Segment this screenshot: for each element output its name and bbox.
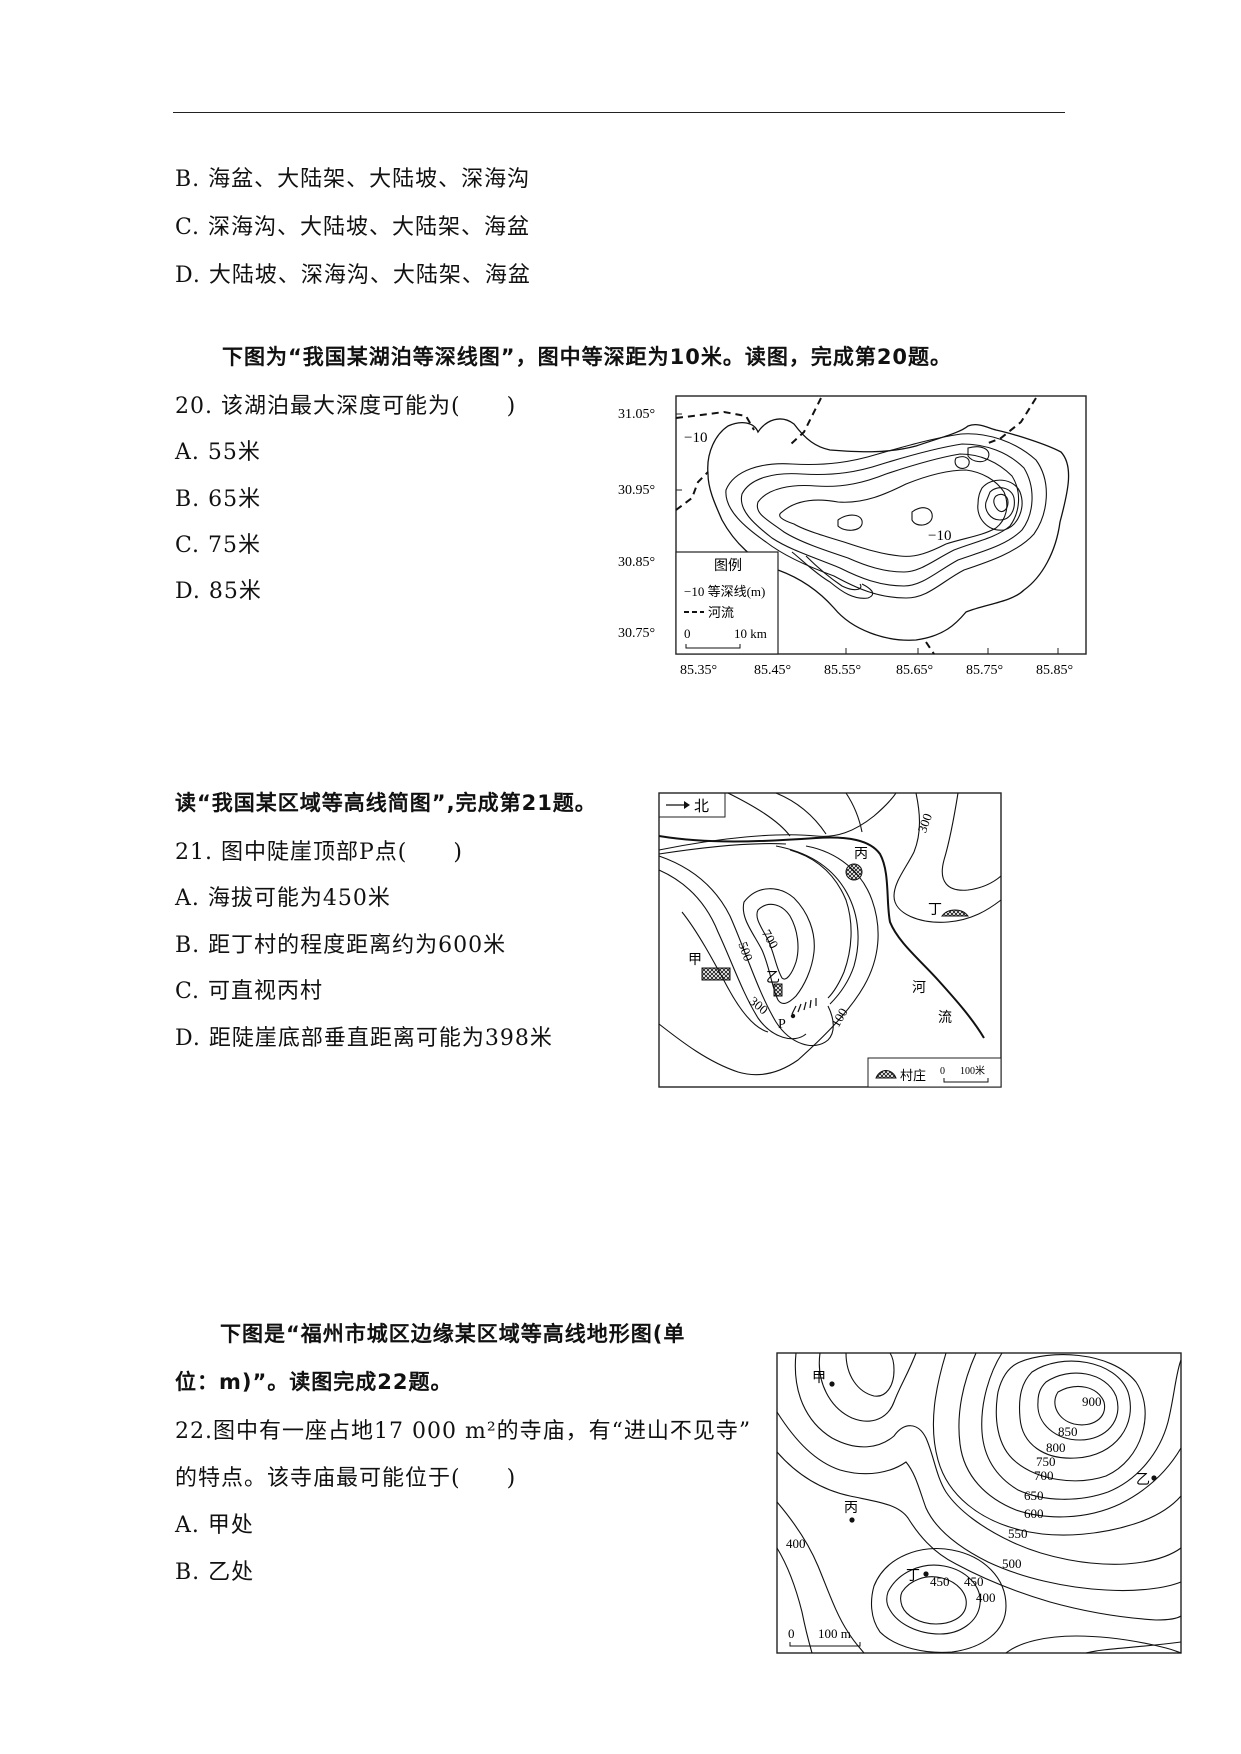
contour-lines xyxy=(776,1352,1182,1654)
village-icon xyxy=(773,983,783,997)
river-lines xyxy=(675,397,1037,655)
option-b-prev: B. 海盆、大陆架、大陆坡、深海沟 xyxy=(175,167,531,192)
river-label: 河 xyxy=(912,980,926,996)
place-marker xyxy=(923,1571,929,1577)
lake-shore xyxy=(707,418,1070,641)
contour-map-q22: 甲 乙 丙 丁 900 850 800 750 700 650 600 550 … xyxy=(776,1352,1182,1654)
lake-isobath-map: 31.05° 30.95° 30.85° 30.75° 85.35° 85.45… xyxy=(616,392,1096,684)
place-label: 甲 xyxy=(812,1371,826,1386)
place-label: P xyxy=(778,1017,786,1032)
contour-label: 550 xyxy=(1008,1526,1028,1541)
scale-label: 100 m xyxy=(818,1626,851,1641)
village-icon xyxy=(701,967,731,981)
lon-label: 85.75° xyxy=(966,663,1003,678)
place-label: 丙 xyxy=(854,847,868,862)
q20-option-c: C. 75米 xyxy=(175,533,262,558)
contour-label: 450 xyxy=(930,1574,950,1589)
contour-label: 800 xyxy=(1046,1440,1066,1455)
contour-lines xyxy=(658,792,1002,1076)
lon-label: 85.55° xyxy=(824,663,861,678)
contour-label: −10 xyxy=(928,528,951,544)
contour-label: 750 xyxy=(1036,1454,1056,1469)
q21-option-a: A. 海拔可能为450米 xyxy=(175,886,391,911)
scale-label: 100米 xyxy=(960,1064,985,1077)
option-d-prev: D. 大陆坡、深海沟、大陆架、海盆 xyxy=(175,263,531,288)
place-marker xyxy=(849,1517,855,1523)
header-rule xyxy=(173,112,1065,113)
scale-label: 10 km xyxy=(734,626,767,641)
place-label: 甲 xyxy=(688,953,702,968)
legend-river: 河流 xyxy=(708,605,734,620)
contour-label: 500 xyxy=(1002,1556,1022,1571)
legend-village: 村庄 xyxy=(900,1068,926,1083)
q22-option-b: B. 乙处 xyxy=(175,1560,255,1585)
q22-intro-line2: 位：m)”。读图完成22题。 xyxy=(175,1370,453,1394)
village-icon xyxy=(875,1070,897,1079)
contour-label: 900 xyxy=(1082,1394,1102,1409)
lat-label: 30.95° xyxy=(618,483,655,498)
place-label: 丁 xyxy=(906,1569,920,1584)
contour-label: 600 xyxy=(1024,1506,1044,1521)
lat-label: 31.05° xyxy=(618,407,655,422)
q22-intro-line1: 下图是“福州市城区边缘某区域等高线地形图(单 xyxy=(220,1322,686,1346)
scale-zero: 0 xyxy=(940,1066,945,1077)
q20-option-a: A. 55米 xyxy=(175,440,261,465)
q20-intro: 下图为“我国某湖泊等深线图”，图中等深距为10米。读图，完成第20题。 xyxy=(222,345,953,369)
contour-label: 850 xyxy=(1058,1424,1078,1439)
lon-label: 85.35° xyxy=(680,663,717,678)
lon-label: 85.65° xyxy=(896,663,933,678)
river-line xyxy=(658,835,985,1039)
q20-option-b: B. 65米 xyxy=(175,487,262,512)
legend-isobath: −10 等深线(m) xyxy=(684,584,765,599)
q21-intro: 读“我国某区域等高线简图”,完成第21题。 xyxy=(175,791,597,815)
q22-stem-line2: 的特点。该寺庙最可能位于( ) xyxy=(175,1466,517,1491)
cliff-symbol xyxy=(791,998,817,1015)
contour-label: 450 xyxy=(964,1574,984,1589)
river-label: 流 xyxy=(938,1010,952,1026)
contour-label: 400 xyxy=(786,1536,806,1551)
option-c-prev: C. 深海沟、大陆坡、大陆架、海盆 xyxy=(175,215,531,240)
contour-label: 300 xyxy=(914,811,935,834)
point-p-marker xyxy=(790,1013,796,1019)
contour-label: −10 xyxy=(684,430,707,446)
scale-zero: 0 xyxy=(684,626,691,641)
lat-label: 30.75° xyxy=(618,626,655,641)
q22-stem-line1: 22.图中有一座占地17 000 m²的寺庙，有“进山不见寺” xyxy=(175,1419,752,1444)
place-label: 丙 xyxy=(844,1501,858,1516)
village-icon xyxy=(940,909,970,917)
place-label: 乙 xyxy=(1136,1472,1150,1488)
contour-label: 400 xyxy=(976,1590,996,1605)
lon-label: 85.85° xyxy=(1036,663,1073,678)
lon-label: 85.45° xyxy=(754,663,791,678)
q21-stem: 21. 图中陡崖顶部P点( ) xyxy=(175,840,463,865)
place-label: 乙 xyxy=(766,970,780,986)
place-label: 丁 xyxy=(928,903,942,918)
village-icon xyxy=(845,863,863,881)
q21-option-c: C. 可直视丙村 xyxy=(175,979,324,1004)
contour-label: 650 xyxy=(1024,1488,1044,1503)
place-marker xyxy=(1151,1475,1157,1481)
contour-label: 300 xyxy=(746,993,771,1017)
contour-label: 700 xyxy=(1034,1468,1054,1483)
q20-stem: 20. 该湖泊最大深度可能为( ) xyxy=(175,394,517,419)
contour-label: 500 xyxy=(735,940,756,963)
scale-zero: 0 xyxy=(788,1626,795,1641)
lat-label: 30.85° xyxy=(618,555,655,570)
contour-map-q21: 北 丙 丁 甲 乙 P 300 700 500 300 100 河 流 xyxy=(658,792,1002,1088)
q21-option-d: D. 距陡崖底部垂直距离可能为398米 xyxy=(175,1026,553,1051)
north-label: 北 xyxy=(694,798,709,815)
isobath-lines xyxy=(725,433,1047,599)
q22-option-a: A. 甲处 xyxy=(175,1513,254,1538)
contour-label: 100 xyxy=(828,1005,851,1029)
q20-option-d: D. 85米 xyxy=(175,579,262,604)
place-marker xyxy=(829,1381,835,1387)
q21-option-b: B. 距丁村的程度距离约为600米 xyxy=(175,933,507,958)
legend-title: 图例 xyxy=(714,558,742,574)
